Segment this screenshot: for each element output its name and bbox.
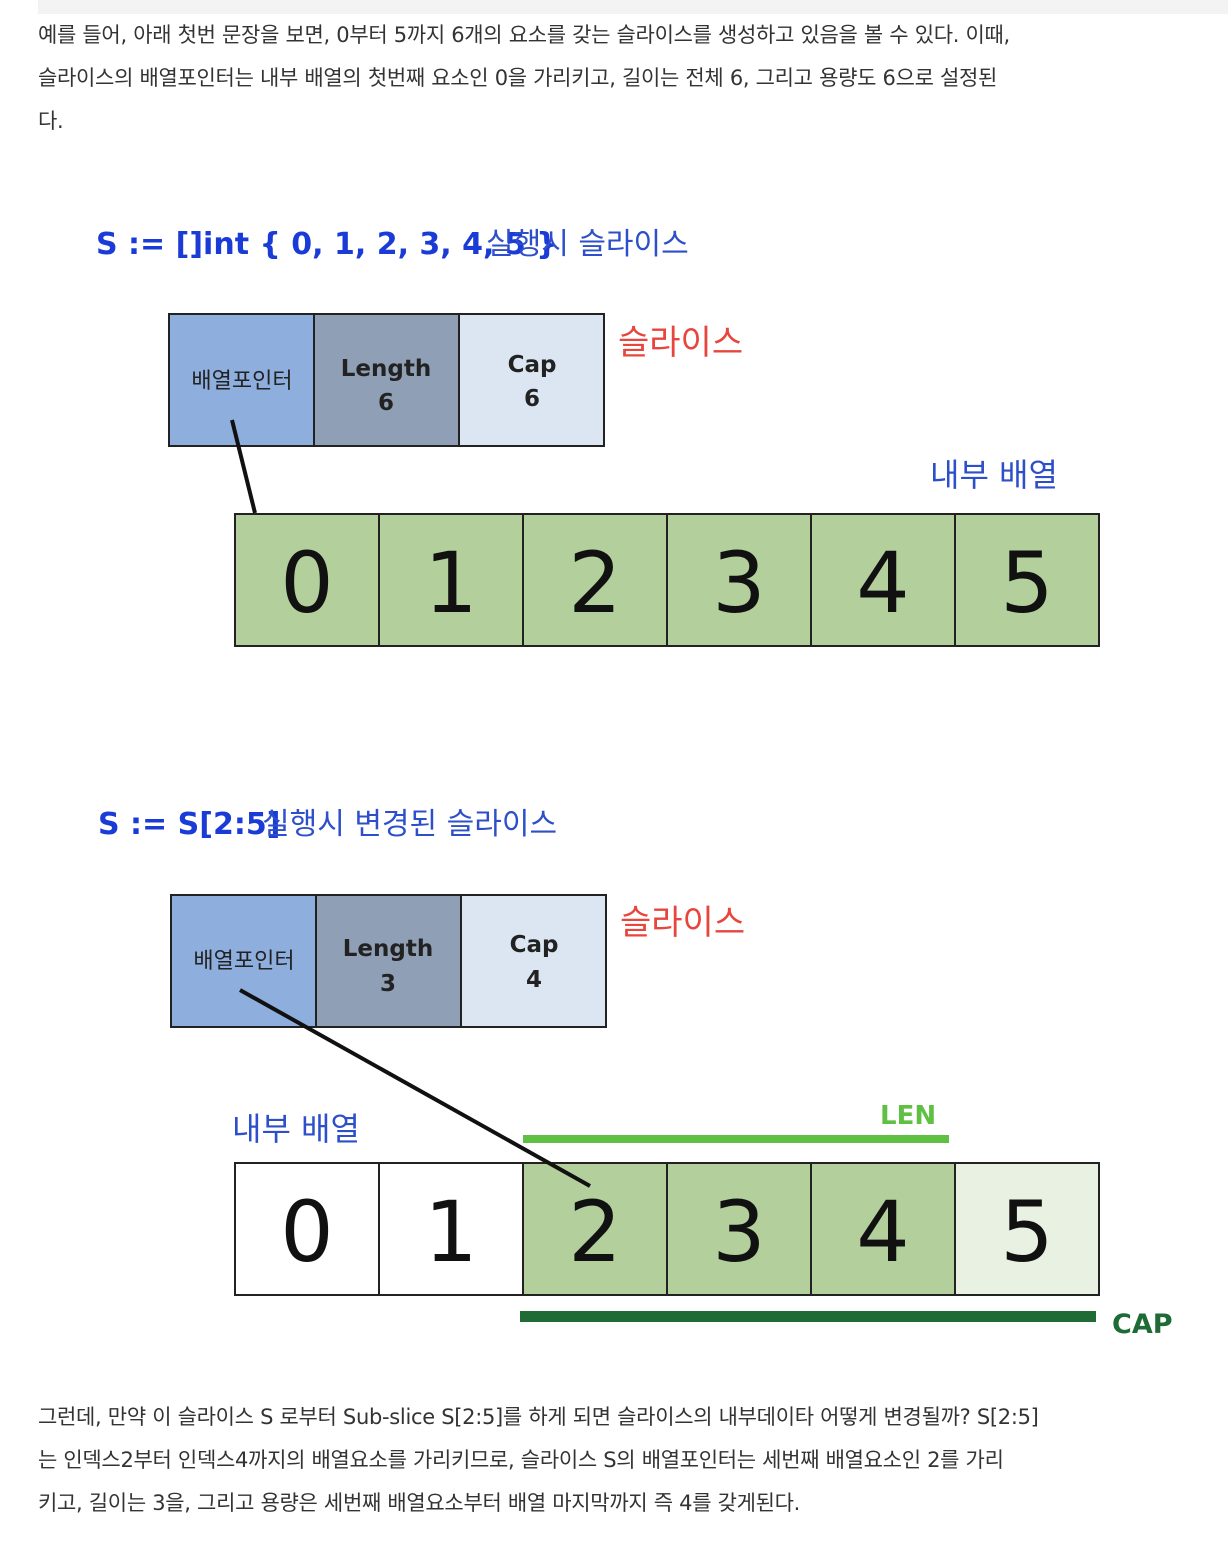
array-cell — [234, 1162, 380, 1296]
array-cell — [378, 1162, 524, 1296]
paragraph-line: 그런데, 만약 이 슬라이스 S 로부터 Sub-slice S[2:5]를 하… — [38, 1405, 1039, 1429]
diagram1-array-label: 내부 배열 — [930, 456, 1058, 494]
array-cell — [810, 513, 956, 647]
diagram2-title-code: S := S[2:5] — [98, 807, 280, 842]
array-cell — [954, 1162, 1100, 1296]
array-cell — [810, 1162, 956, 1296]
diagram2-cap-value: 4 — [526, 967, 542, 993]
array-element-value: 2 — [568, 534, 621, 632]
diagram2-pointer-cell — [170, 894, 317, 1028]
array-element-value: 4 — [856, 534, 909, 632]
diagram1-pointer-cell — [168, 313, 315, 447]
array-cell — [954, 513, 1100, 647]
array-element-value: 0 — [280, 1183, 333, 1281]
diagram2-len-bar — [523, 1135, 949, 1143]
paragraph-line: 는 인덱스2부터 인덱스4까지의 배열요소를 가리키므로, 슬라이스 S의 배열… — [38, 1448, 1004, 1472]
paragraph-line: 키고, 길이는 3을, 그리고 용량은 세번째 배열요소부터 배열 마지막까지 … — [38, 1491, 801, 1515]
paragraph-line: 다. — [38, 109, 64, 133]
diagram1-cap-label: Cap — [508, 352, 557, 378]
diagram2-cap-cell — [460, 894, 607, 1028]
diagram2-cap-bar — [520, 1311, 1096, 1322]
paragraph-line: 슬라이스의 배열포인터는 내부 배열의 첫번째 요소인 0을 가리키고, 길이는… — [38, 66, 998, 90]
diagram2-slice-label: 슬라이스 — [620, 903, 745, 943]
array-element-value: 0 — [280, 534, 333, 632]
diagram2-cap-label: Cap — [510, 932, 559, 958]
top-divider-bar — [38, 0, 1228, 14]
diagram2-length-cell — [315, 894, 462, 1028]
array-element-value: 1 — [424, 534, 477, 632]
diagram2-length-value: 3 — [380, 971, 396, 997]
diagram1-title-code: S := []int { 0, 1, 2, 3, 4, 5 } — [96, 227, 558, 262]
diagram2-cap-bar-label: CAP — [1112, 1309, 1173, 1340]
diagram2-pointer-arrow — [239, 988, 591, 1188]
array-cell — [234, 513, 380, 647]
diagram2-array-label: 내부 배열 — [232, 1110, 360, 1148]
array-cell — [378, 513, 524, 647]
diagram1-cap-cell — [458, 313, 605, 447]
diagram2-len-label: LEN — [880, 1101, 936, 1131]
array-element-value: 5 — [1000, 534, 1053, 632]
intro-paragraph: 예를 들어, 아래 첫번 문장을 보면, 0부터 5까지 6개의 요소를 갖는 … — [38, 14, 1218, 143]
diagram2-title-text: 실행시 변경된 슬라이스 — [262, 807, 557, 842]
explanation-paragraph: 그런데, 만약 이 슬라이스 S 로부터 Sub-slice S[2:5]를 하… — [38, 1396, 1218, 1525]
diagram1-pointer-arrow — [230, 419, 257, 514]
diagram1-title-text: 실행시 슬라이스 — [486, 227, 689, 262]
diagram2-length-label: Length — [343, 936, 433, 962]
paragraph-line: 예를 들어, 아래 첫번 문장을 보면, 0부터 5까지 6개의 요소를 갖는 … — [38, 23, 1010, 47]
array-element-value: 3 — [712, 534, 765, 632]
diagram1-cap-value: 6 — [524, 386, 540, 412]
array-element-value: 5 — [1000, 1183, 1053, 1281]
diagram1-pointer-label: 배열포인터 — [191, 369, 292, 394]
array-element-value: 4 — [856, 1183, 909, 1281]
diagram2-pointer-label: 배열포인터 — [193, 949, 294, 974]
diagram1-length-value: 6 — [378, 390, 394, 416]
array-element-value: 2 — [568, 1183, 621, 1281]
array-element-value: 1 — [424, 1183, 477, 1281]
diagram1-length-label: Length — [341, 356, 431, 382]
array-cell — [522, 513, 668, 647]
diagram1-slice-label: 슬라이스 — [618, 323, 743, 363]
diagram1-length-cell — [313, 313, 460, 447]
array-element-value: 3 — [712, 1183, 765, 1281]
